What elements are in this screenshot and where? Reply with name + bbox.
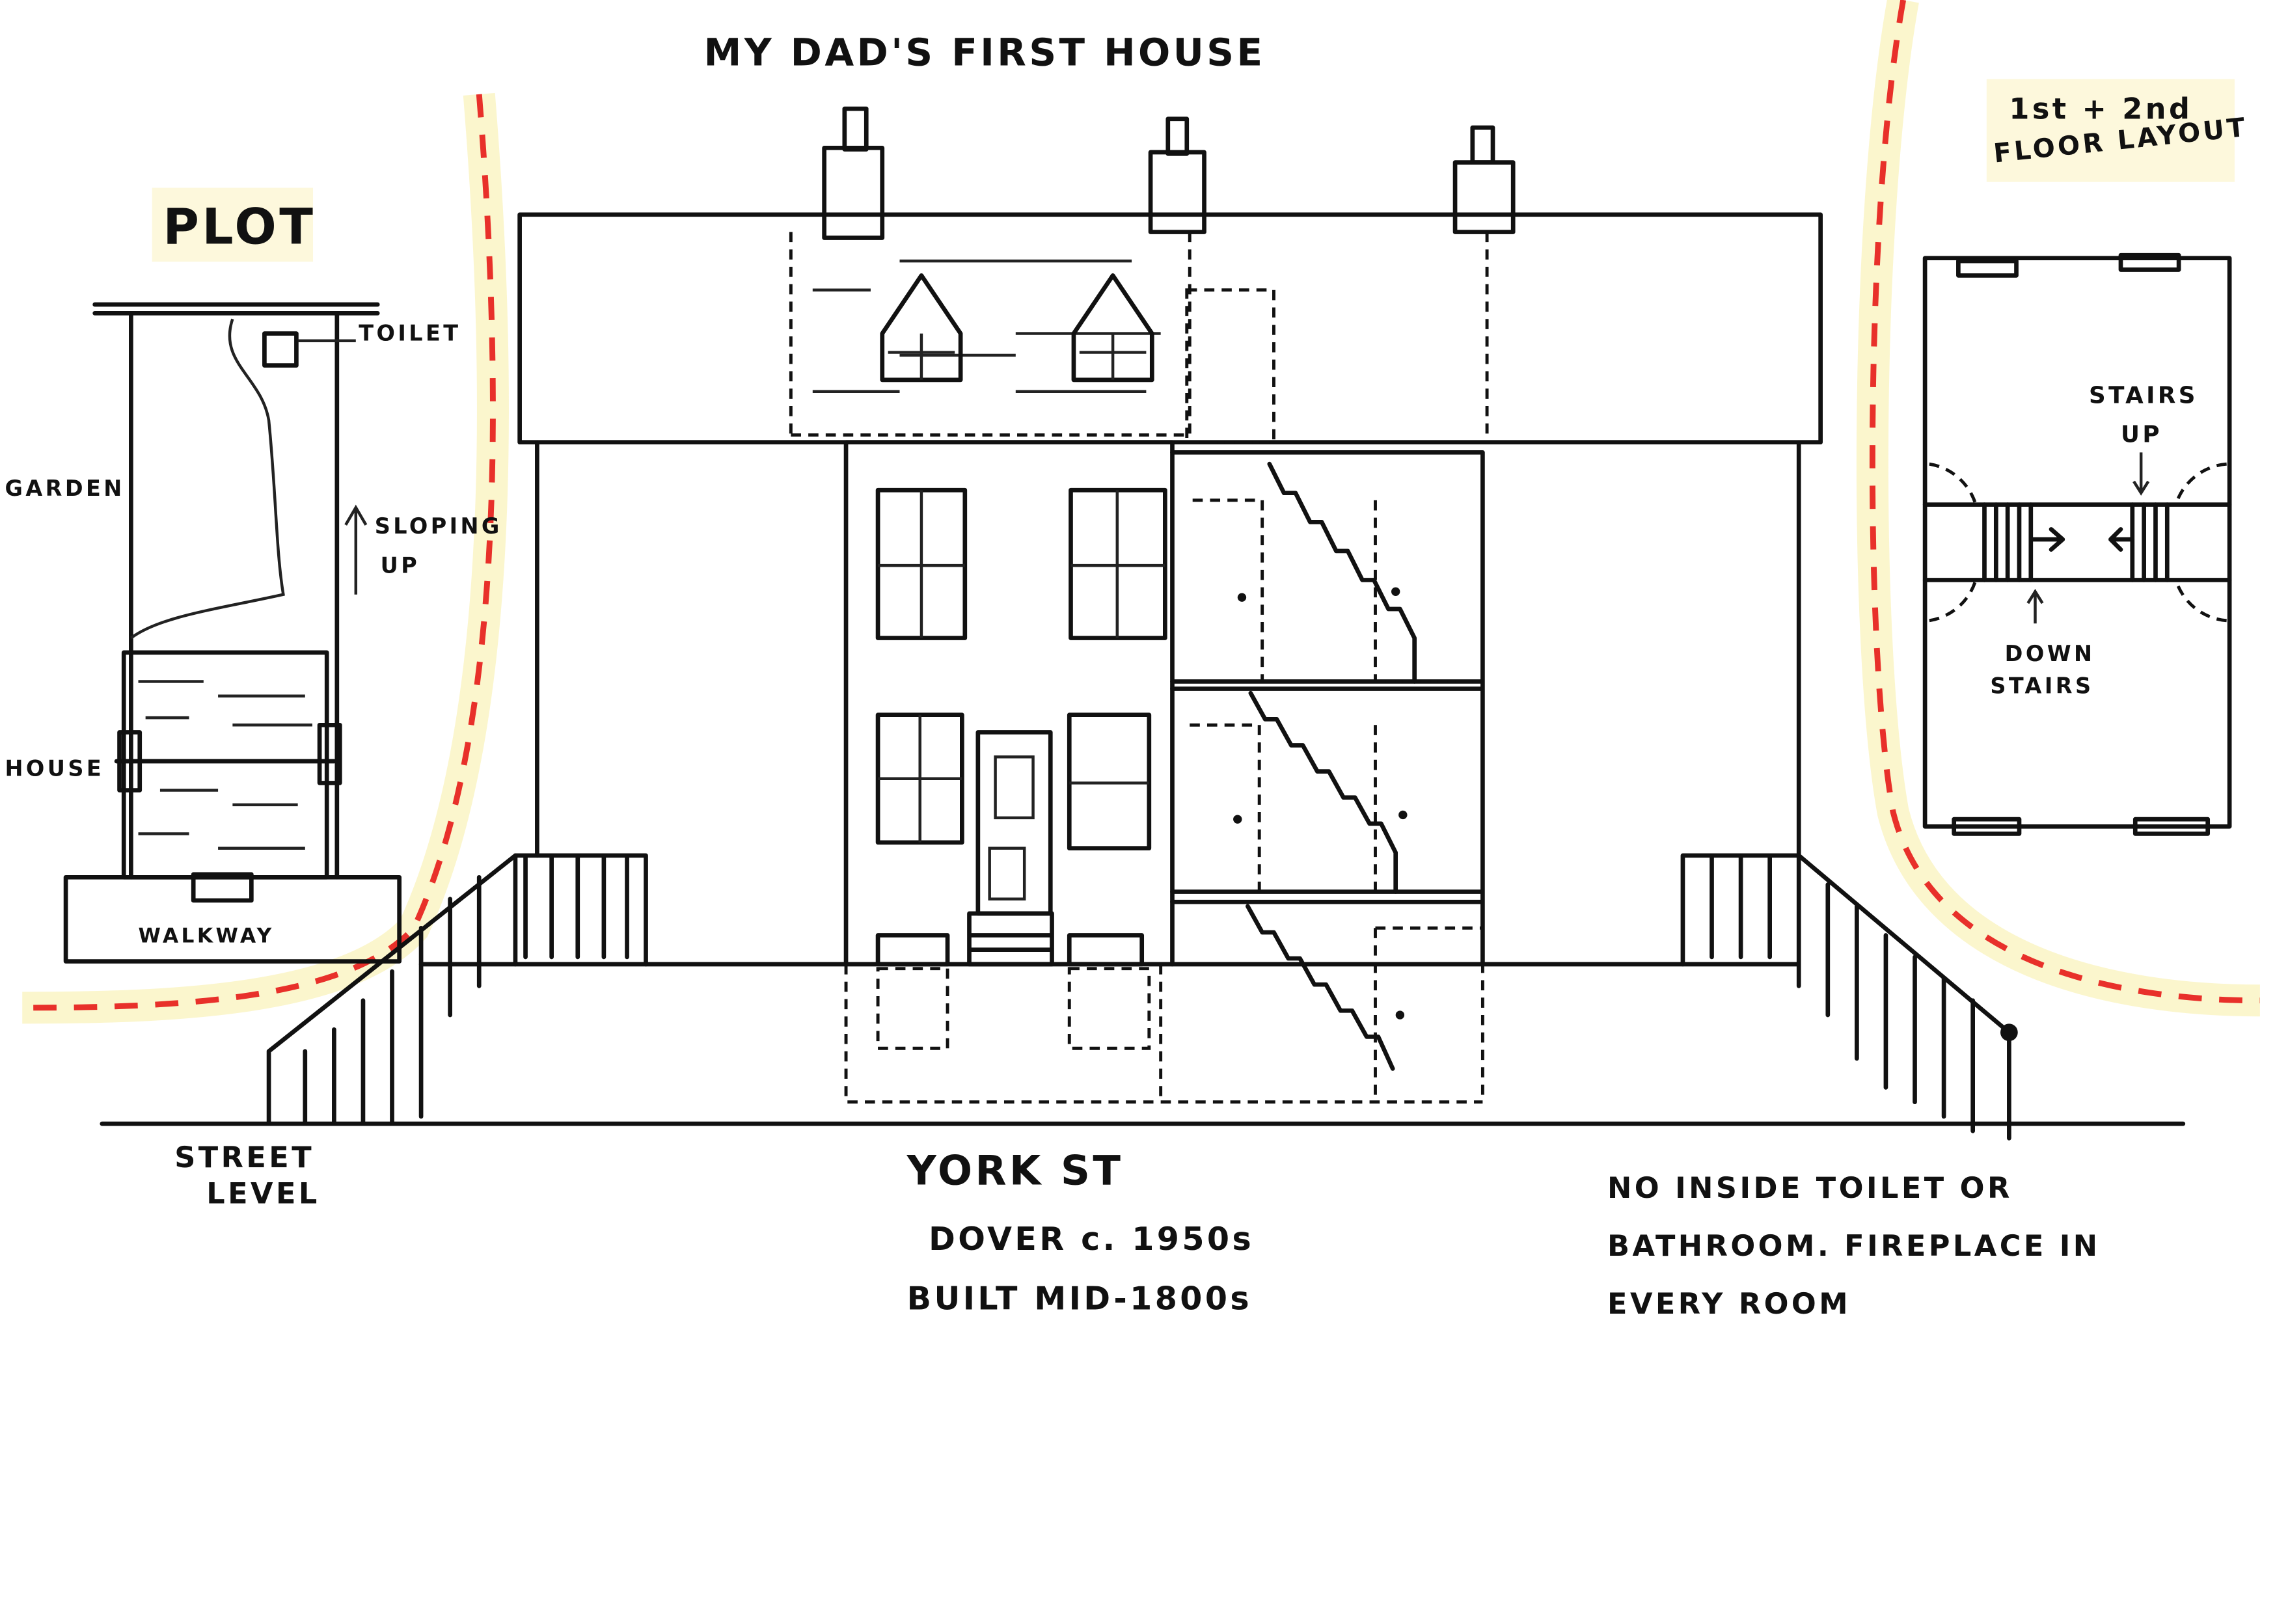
note-line-2: BATHROOM. FIREPLACE IN <box>1607 1229 2100 1263</box>
caption-street: YORK ST <box>906 1147 1124 1195</box>
chimney-2 <box>1148 150 1206 234</box>
roof <box>517 212 1823 445</box>
dormer-right <box>1071 273 1154 383</box>
stairs-up-label-2: UP <box>2121 422 2162 448</box>
staircase-section <box>1246 461 1417 1071</box>
sloping-label-2: UP <box>381 552 420 578</box>
note-line-1: NO INSIDE TOILET OR <box>1607 1171 2013 1205</box>
walkway <box>63 874 402 964</box>
plot-diagram: PLOT TOILET GARDEN SLOPING UP HOUSE WALK… <box>5 198 502 964</box>
note-highlight <box>1986 79 2235 182</box>
floor-layout: 1st + 2nd FLOOR LAYOUT STAIRS UP DOWN ST… <box>1922 92 2249 836</box>
floor-layout-heading-1: 1st + 2nd <box>2009 92 2192 126</box>
sloping-label-1: SLOPING <box>375 513 502 539</box>
plot-house <box>121 650 329 880</box>
down-stairs-label-2: STAIRS <box>1990 673 2093 698</box>
caption-built: BUILT MID-1800s <box>907 1279 1252 1317</box>
garden-label: GARDEN <box>5 476 124 501</box>
dormer-left <box>880 273 963 383</box>
property-boundary-left <box>22 92 509 1024</box>
front-steps <box>967 911 1054 967</box>
street-level-label-1: STREET <box>174 1141 314 1174</box>
door-right <box>317 722 342 785</box>
house-label: HOUSE <box>5 755 104 781</box>
street-level-label-2: LEVEL <box>206 1177 320 1211</box>
down-stairs-label-1: DOWN <box>2005 641 2095 666</box>
plot-heading: PLOT <box>163 198 316 255</box>
page-title: MY DAD'S FIRST HOUSE <box>704 30 1266 74</box>
caption-town: DOVER c. 1950s <box>929 1220 1254 1258</box>
stairs-up-label-1: STAIRS <box>2089 383 2198 409</box>
door-left <box>117 730 143 792</box>
house-elevation <box>100 106 2186 1141</box>
plot-highlight <box>152 187 314 262</box>
chimney-1 <box>822 145 885 240</box>
left-stairs <box>266 853 648 1126</box>
property-boundary-right <box>1856 0 2260 1017</box>
toilet-label: TOILET <box>359 321 461 346</box>
note-line-3: EVERY ROOM <box>1607 1287 1851 1321</box>
toilet-icon <box>262 331 299 368</box>
right-stairs <box>1680 853 2018 1141</box>
chimney-3 <box>1452 160 1516 234</box>
walkway-label: WALKWAY <box>139 925 275 948</box>
